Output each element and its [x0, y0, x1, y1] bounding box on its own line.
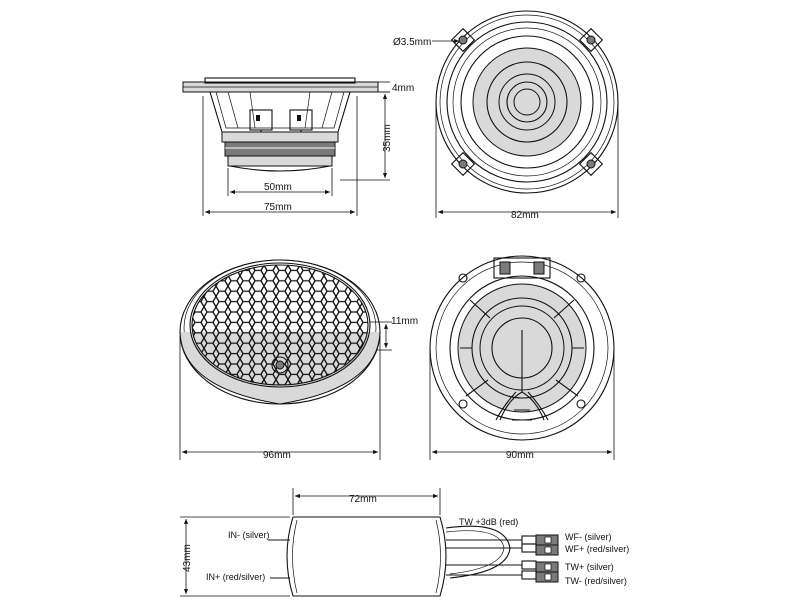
dim-grille-diameter: 96mm: [263, 450, 291, 461]
label-in-plus: IN+ (red/silver): [206, 572, 265, 582]
dim-crossover-height: 43mm: [182, 544, 193, 572]
rear-terminal-block: [493, 257, 551, 279]
label-tw-minus: TW- (red/silver): [565, 576, 627, 586]
terminal-left: [249, 109, 273, 131]
dim-screw-hole: Ø3.5mm: [393, 37, 431, 48]
connector-tw-minus: [521, 570, 559, 583]
crossover-view: 72mm 43mm IN- (silver) IN+ (red/silver) …: [180, 488, 629, 597]
basket: [209, 91, 351, 133]
side-view: 4mm 35mm 50mm 75mm: [182, 77, 414, 216]
label-in-minus: IN- (silver): [228, 530, 270, 540]
mounting-ear-tl: [450, 27, 476, 53]
connector-wf-plus: [521, 543, 559, 556]
front-view: Ø3.5mm 82mm: [393, 10, 619, 221]
mounting-ear-tr: [578, 27, 604, 53]
magnet: [224, 141, 336, 157]
dim-magnet: 50mm: [264, 182, 292, 193]
logo-badge: [271, 356, 289, 374]
label-tw-boost: TW +3dB (red): [459, 517, 518, 527]
mounting-ear-br: [578, 151, 604, 177]
label-tw-plus: TW+ (silver): [565, 562, 614, 572]
grille-view: 11mm 96mm: [179, 259, 418, 461]
rear-view: 90mm: [429, 255, 615, 461]
label-wf-plus: WF+ (red/silver): [565, 544, 629, 554]
dim-front-diameter: 82mm: [511, 210, 539, 221]
magnet-plate: [221, 131, 339, 143]
dim-depth: 35mm: [382, 124, 393, 152]
label-wf-minus: WF- (silver): [565, 532, 612, 542]
dim-body-width: 75mm: [264, 202, 292, 213]
mounting-ear-bl: [450, 151, 476, 177]
crossover-body: [286, 516, 447, 597]
dim-flange: 4mm: [392, 83, 414, 94]
dim-rear-diameter: 90mm: [506, 450, 534, 461]
dim-crossover-width: 72mm: [349, 494, 377, 505]
dim-grille-height: 11mm: [391, 316, 418, 327]
connector-tw-plus: [521, 560, 559, 573]
